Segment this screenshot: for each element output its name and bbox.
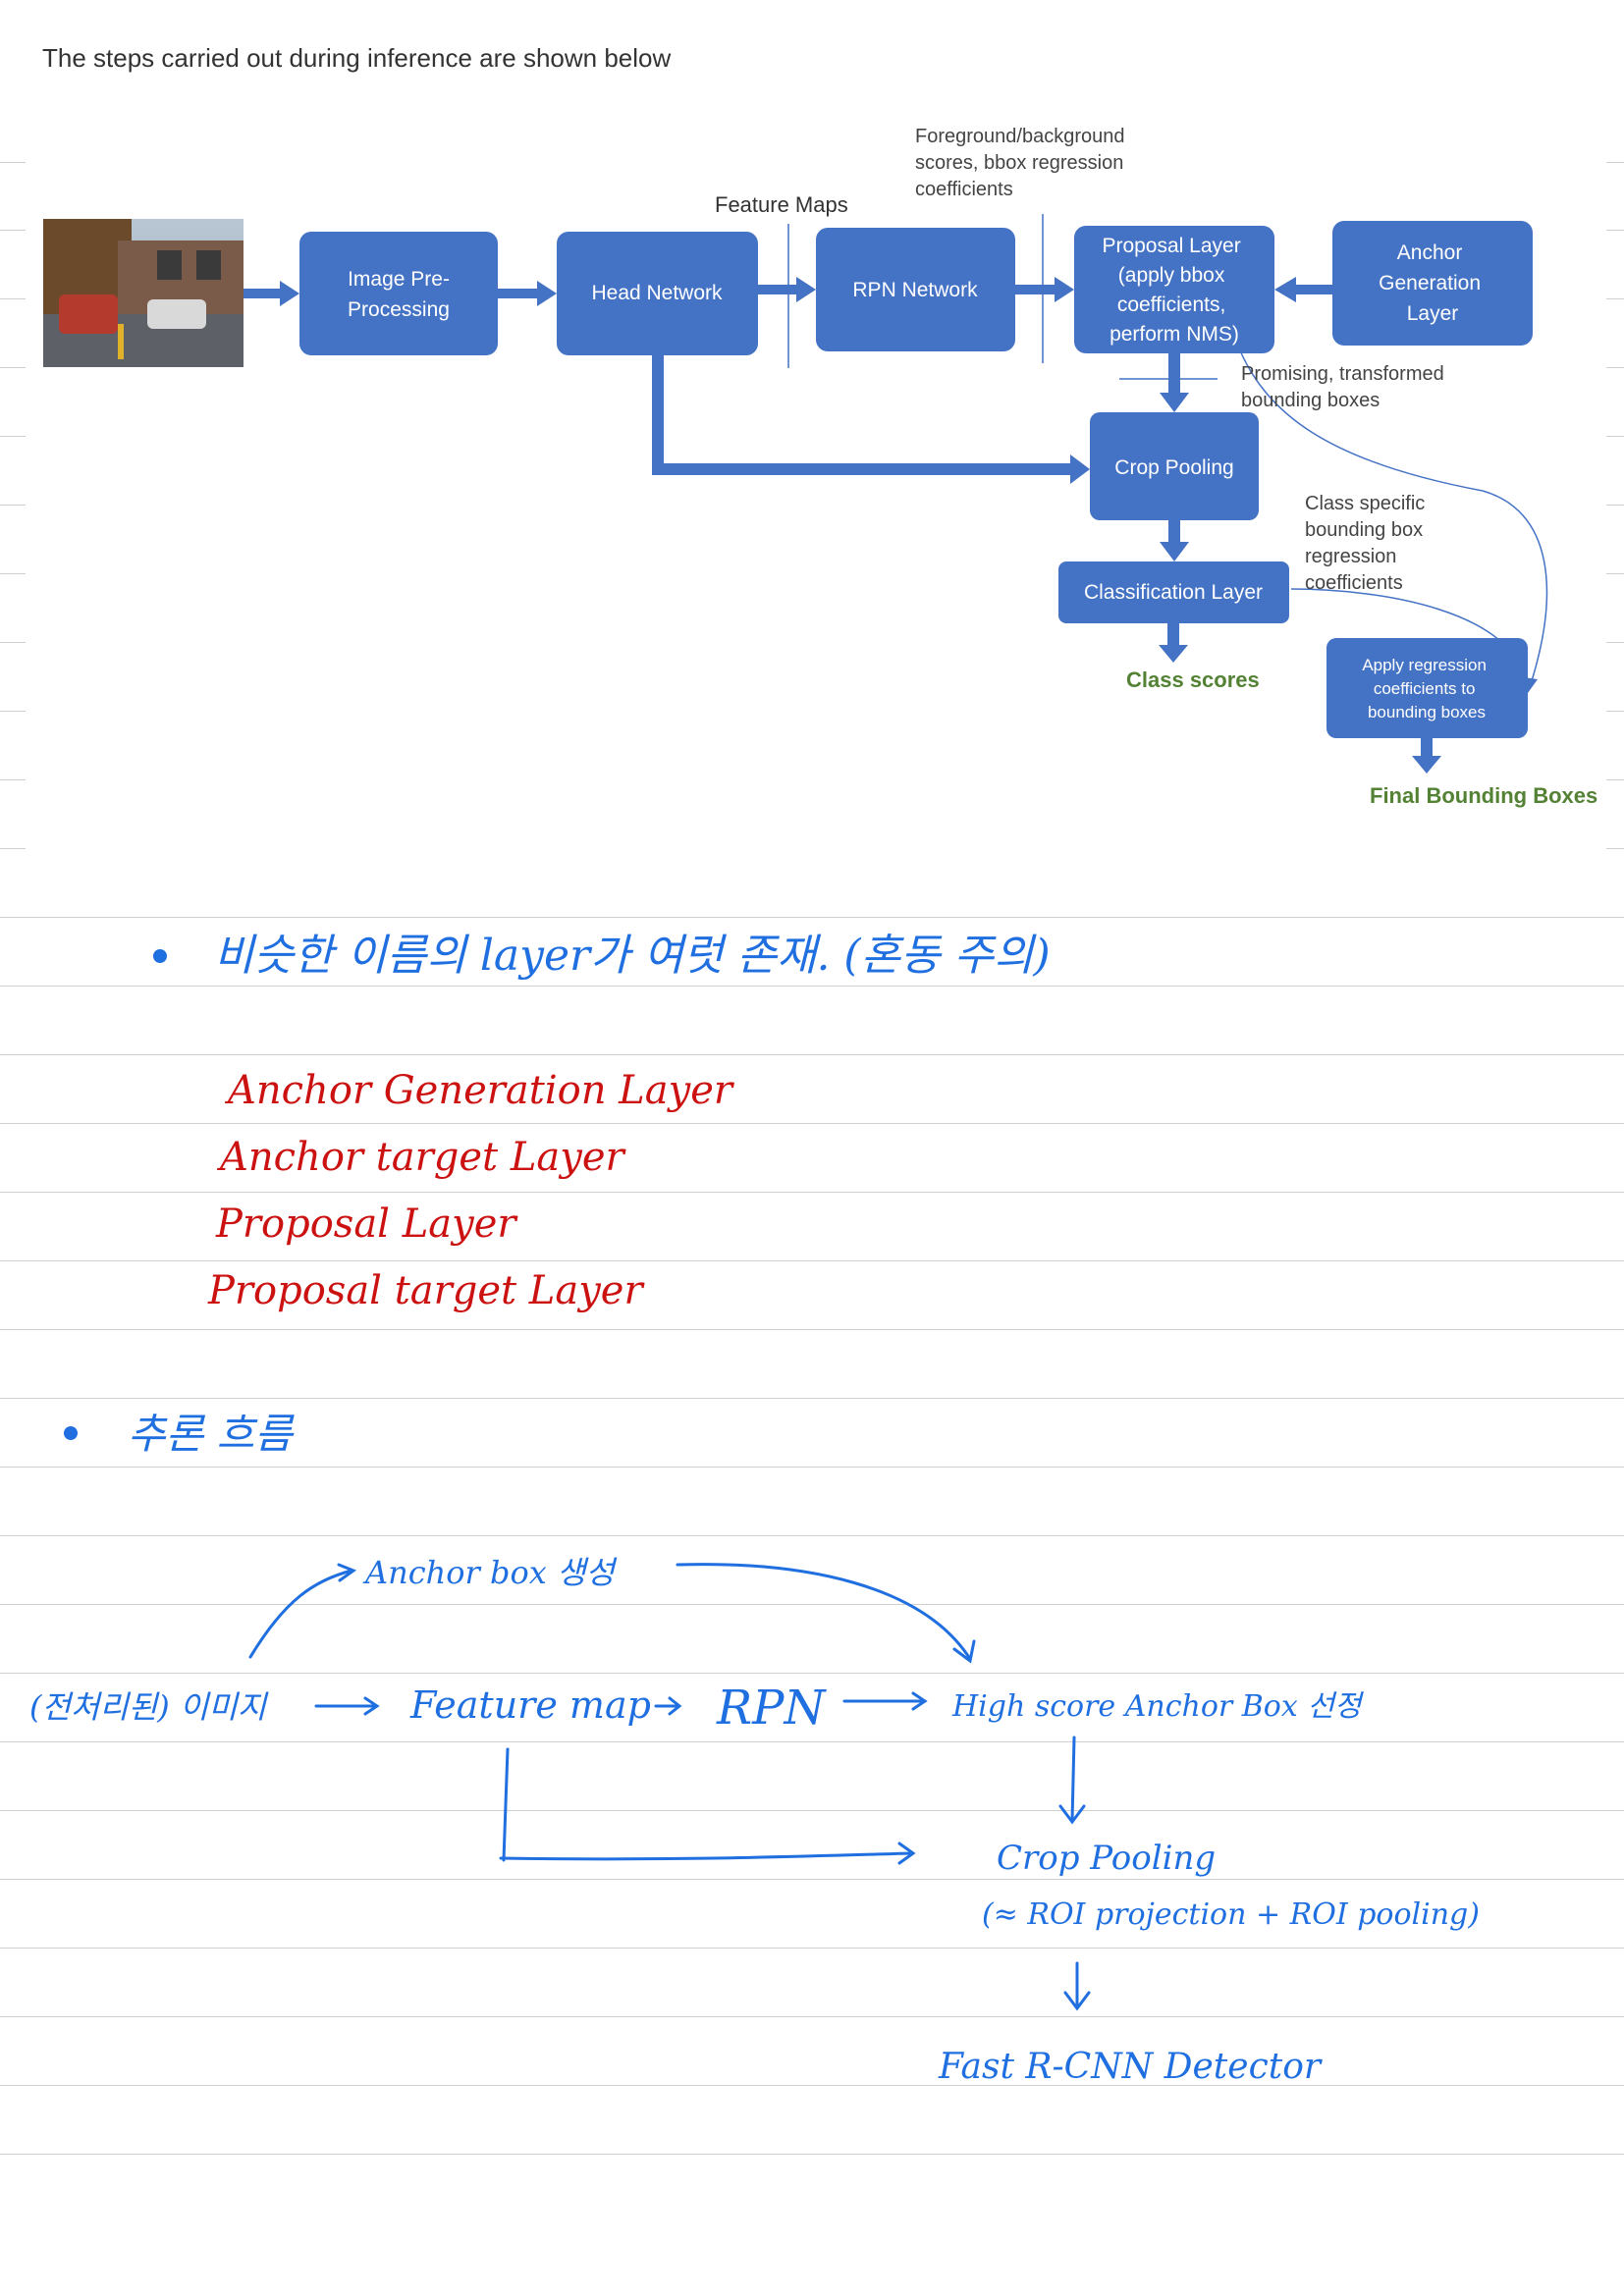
flow-image: (전처리된) 이미지	[29, 1688, 269, 1726]
flow-arrows-handdrawn	[248, 1563, 1091, 2011]
svg-text:Foreground/background scor: Foreground/background scores, bbox regre…	[915, 126, 1130, 200]
regression-line: bounding boxes	[1368, 703, 1486, 721]
anchor-line: Anchor	[1397, 241, 1463, 264]
flow-crop-pooling: Crop Pooling	[997, 1839, 1216, 1878]
bullet-dot	[64, 1426, 78, 1440]
bullet-dot	[153, 949, 167, 963]
anchor-line: Layer	[1407, 302, 1459, 325]
apply-regression-box: Apply regression coefficients to boundin…	[1326, 638, 1528, 738]
anchor-generation-box: Anchor Generation Layer	[1332, 221, 1533, 346]
flow-roi: (≈ ROI projection + ROI pooling)	[982, 1897, 1480, 1932]
proposal-line: (apply bbox	[1118, 264, 1225, 287]
image-preprocessing-box: Image Pre- Processing	[299, 232, 498, 355]
class-specific-line: bounding box	[1305, 519, 1423, 541]
flow-anchor-box: Anchor box 생성	[362, 1554, 618, 1591]
layer-name: Anchor Generation Layer	[224, 1068, 735, 1113]
head-network-label: Head Network	[591, 282, 723, 304]
promising-line: bounding boxes	[1241, 390, 1380, 411]
class-scores-label: Class scores	[1126, 667, 1260, 692]
fgbg-line: coefficients	[915, 179, 1013, 200]
fgbg-line: scores, bbox regression	[915, 152, 1123, 174]
class-specific-line: regression	[1305, 546, 1396, 567]
flow-fast-rcnn: Fast R-CNN Detector	[938, 2047, 1323, 2087]
svg-text:Apply regression coeffic: Apply regression coefficients to boundin…	[1362, 656, 1490, 721]
svg-text:Proposal Layer (apply bb: Proposal Layer (apply bbox coefficients,…	[1102, 235, 1246, 346]
class-specific-line: coefficients	[1305, 572, 1403, 594]
anchor-line: Generation	[1379, 272, 1481, 294]
flow-arrows	[244, 214, 1548, 774]
svg-text:Promising, transformed bou: Promising, transformed bounding boxes	[1241, 363, 1449, 411]
promising-line: Promising, transformed	[1241, 363, 1444, 385]
input-street-photo	[43, 219, 244, 367]
flow-rpn: RPN	[716, 1681, 827, 1735]
proposal-line: coefficients,	[1117, 294, 1226, 316]
preproc-line: Processing	[348, 298, 450, 321]
svg-text:Anchor Generation: Anchor Generation Layer	[1379, 241, 1487, 325]
proposal-line: Proposal Layer	[1102, 235, 1240, 257]
layer-name: Anchor target Layer	[216, 1135, 627, 1180]
crop-pooling-label: Crop Pooling	[1114, 456, 1233, 479]
svg-text:Image Pre-Processing: Image Pre- Processing	[348, 268, 450, 321]
layer-name: Proposal target Layer	[207, 1268, 645, 1313]
final-bounding-boxes-label: Final Bounding Boxes	[1370, 783, 1597, 808]
intro-text: The steps carried out during inference a…	[42, 43, 672, 73]
head-network-box: Head Network	[557, 232, 758, 355]
regression-line: coefficients to	[1374, 679, 1476, 698]
regression-line: Apply regression	[1362, 656, 1487, 674]
fgbg-line: Foreground/background	[915, 126, 1124, 147]
crop-pooling-box: Crop Pooling	[1090, 412, 1259, 520]
feature-maps-label: Feature Maps	[715, 192, 848, 217]
layer-name: Proposal Layer	[215, 1201, 518, 1247]
flow-feature-map: Feature map	[409, 1683, 651, 1727]
bullet1-text: 비슷한 이름의 layer가 여럿 존재. (혼동 주의)	[214, 931, 1051, 981]
flow-high-score: High score Anchor Box 선정	[951, 1689, 1365, 1724]
bullet2-text: 추론 흐름	[128, 1410, 295, 1458]
proposal-layer-box: Proposal Layer (apply bbox coefficients,…	[1074, 226, 1274, 353]
rpn-network-box: RPN Network	[816, 228, 1015, 351]
classification-layer-label: Classification Layer	[1084, 581, 1263, 604]
proposal-line: perform NMS)	[1110, 323, 1239, 346]
rpn-network-label: RPN Network	[852, 279, 978, 301]
class-specific-line: Class specific	[1305, 493, 1425, 514]
svg-text:Class specific bounding bo: Class specific bounding box regression c…	[1305, 493, 1431, 594]
inference-diagram: Image Pre- Processing Head Network RPN Ne…	[26, 118, 1606, 825]
classification-layer-box: Classification Layer	[1058, 561, 1289, 623]
preproc-line: Image Pre-	[348, 268, 450, 291]
